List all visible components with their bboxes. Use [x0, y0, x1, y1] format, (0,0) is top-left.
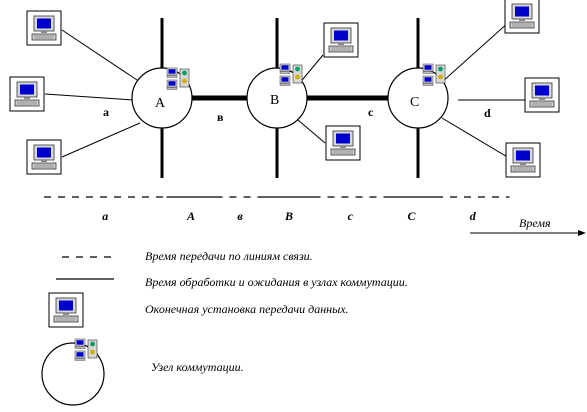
time-axis: Время — [470, 216, 586, 236]
terminal-computer-icon — [26, 139, 62, 175]
timeline-segment-label: C — [407, 209, 416, 223]
switching-node-b: B — [246, 64, 308, 129]
link-label-d: d — [484, 106, 491, 120]
terminal-computer-icon — [9, 76, 45, 112]
links-node-c — [441, 21, 525, 159]
link-label-c: c — [368, 105, 374, 119]
timeline-segment-label: B — [284, 209, 293, 223]
node-stubs — [160, 18, 420, 178]
terminal-computer-icon — [325, 125, 361, 161]
legend-node-circle — [41, 342, 105, 406]
legend: Время передачи по линиям связи. Время об… — [41, 249, 408, 406]
switching-node-c: C — [387, 64, 449, 129]
link-labels: a в c d — [103, 105, 491, 124]
terminal-computer-icon — [26, 10, 62, 46]
timeline-segment-label: a — [102, 209, 108, 223]
node-c-label: C — [410, 95, 419, 110]
timeline-segment-label: d — [470, 209, 477, 223]
legend-solid-text: Время обработки и ожидания в узлах комму… — [145, 275, 408, 289]
terminal-computer-icon — [323, 22, 359, 58]
terminal-computer-icon — [504, 0, 540, 34]
legend-node-text: Узел коммутации. — [151, 360, 244, 374]
legend-dashed-text: Время передачи по линиям связи. — [145, 249, 313, 263]
switching-node-a: A — [131, 67, 193, 129]
link-label-v: в — [217, 110, 224, 124]
timeline-segment-label: в — [237, 209, 243, 223]
terminal-computer-icon — [524, 77, 560, 113]
node-a-label: A — [155, 96, 166, 111]
time-axis-label: Время — [519, 216, 551, 230]
legend-terminal-text: Оконечная установка передачи данных. — [145, 302, 349, 316]
timeline-segment-label: A — [186, 209, 195, 223]
node-b-label: B — [270, 93, 279, 108]
legend-terminal-icon — [48, 292, 84, 328]
terminal-computer-icon — [505, 142, 541, 178]
timeline-segment-label: c — [348, 209, 354, 223]
link-label-a: a — [103, 105, 109, 119]
links-node-a — [44, 29, 141, 158]
